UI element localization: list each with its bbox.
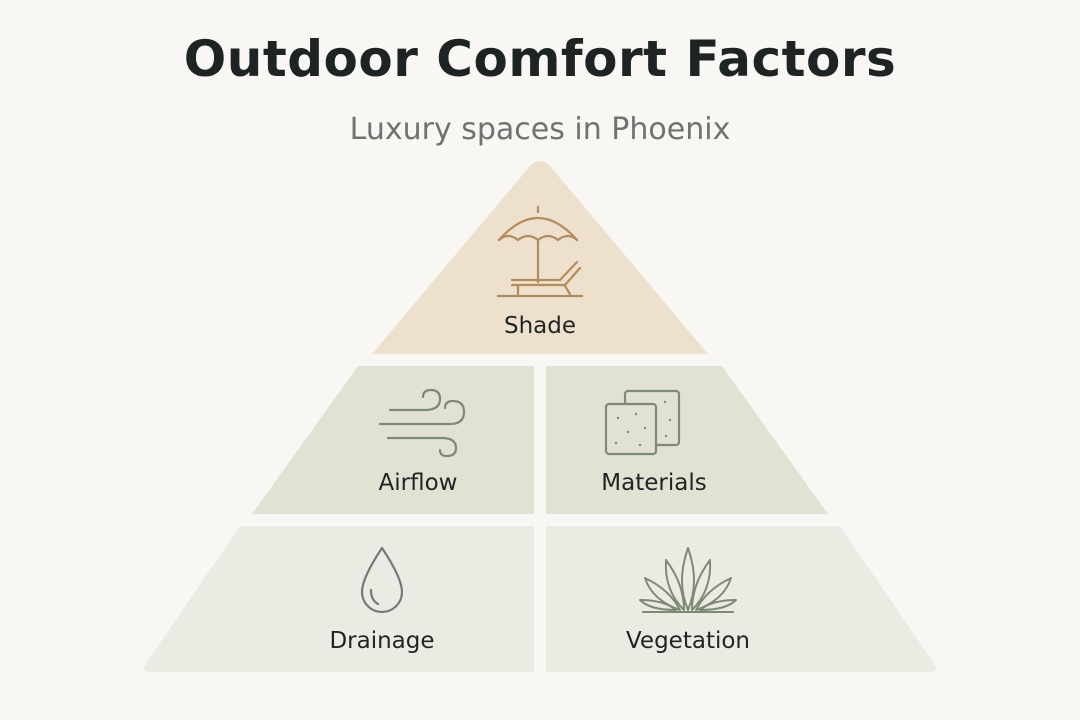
umbrella-lounger-icon — [496, 205, 584, 298]
tier-vegetation-shape — [546, 526, 936, 672]
tiles-icon — [604, 389, 681, 456]
tier-airflow: Airflow — [252, 366, 534, 514]
wind-icon — [378, 388, 466, 458]
water-drop-icon — [360, 546, 404, 614]
tier-materials: Materials — [546, 366, 828, 514]
tier-drainage-label: Drainage — [329, 628, 434, 654]
tier-airflow-shape — [252, 366, 534, 514]
tier-vegetation-label: Vegetation — [626, 628, 750, 654]
page-title: Outdoor Comfort Factors — [183, 30, 897, 88]
tier-shade-label: Shade — [504, 313, 576, 339]
tier-airflow-label: Airflow — [379, 470, 458, 496]
tier-drainage: Drainage — [144, 526, 534, 672]
tier-shade-shape — [372, 161, 708, 354]
tier-vegetation: Vegetation — [546, 526, 936, 672]
tier-materials-label: Materials — [601, 470, 706, 496]
tier-shade: Shade — [372, 161, 708, 354]
agave-plant-icon — [639, 547, 737, 613]
page-subtitle: Luxury spaces in Phoenix — [349, 112, 731, 147]
tier-drainage-shape — [144, 526, 534, 672]
